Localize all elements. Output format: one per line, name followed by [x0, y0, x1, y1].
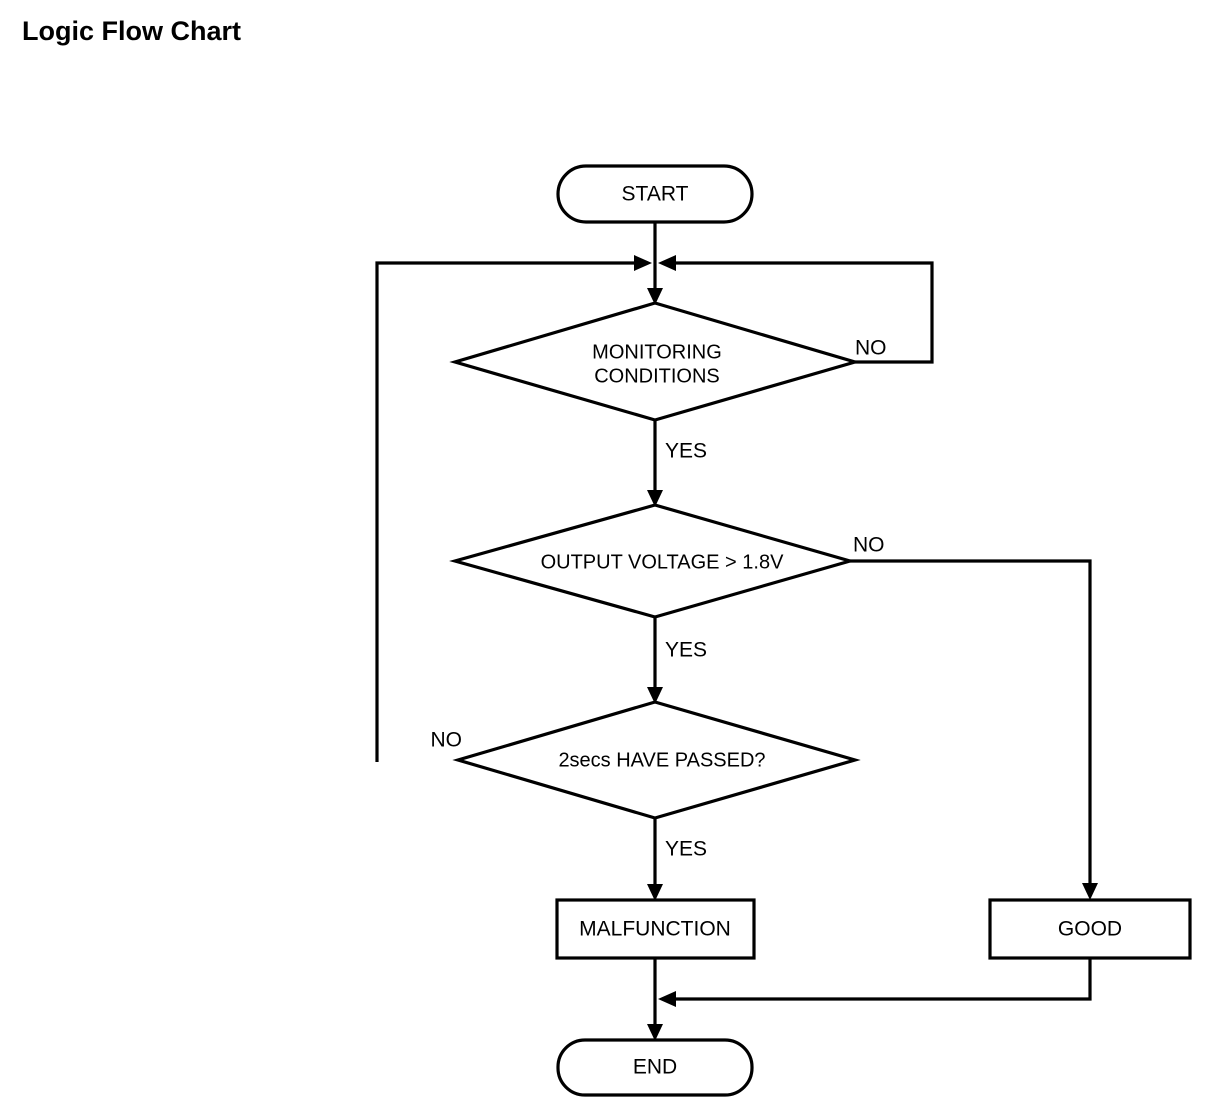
node-decision-monitoring[interactable]: MONITORING CONDITIONS [449, 301, 861, 422]
arrowhead-into-malfunction [647, 884, 663, 901]
timer-label: 2secs HAVE PASSED? [558, 749, 765, 771]
arrowhead-into-timer [647, 687, 663, 704]
node-decision-voltage[interactable]: OUTPUT VOLTAGE > 1.8V [449, 503, 856, 619]
node-malfunction[interactable]: MALFUNCTION [555, 898, 756, 960]
edge-label-voltage-yes: YES [665, 639, 707, 662]
arrowhead-into-good [1082, 883, 1098, 900]
node-start[interactable]: START [556, 164, 754, 224]
node-good[interactable]: GOOD [988, 898, 1192, 960]
good-label: GOOD [1058, 918, 1122, 941]
edge-label-monitoring-yes: YES [665, 440, 707, 463]
timer-diamond-shape [452, 700, 861, 820]
arrowhead-left-loop-into-junction [634, 255, 652, 271]
end-shape [556, 1038, 754, 1097]
node-end[interactable]: END [556, 1038, 754, 1097]
arrowhead-into-voltage [647, 490, 663, 507]
monitoring-label-line1: MONITORING [592, 341, 722, 363]
malfunction-shape [555, 898, 756, 960]
page-title: Logic Flow Chart [22, 16, 241, 46]
end-label: END [633, 1056, 677, 1079]
arrowhead-into-monitoring [647, 288, 663, 305]
edge-label-timer-no: NO [431, 729, 463, 752]
monitoring-diamond-shape [449, 301, 861, 422]
edge-label-timer-yes: YES [665, 838, 707, 861]
arrowhead-into-end [647, 1024, 663, 1041]
start-shape [556, 164, 754, 224]
monitoring-label-line2: CONDITIONS [594, 365, 720, 387]
start-label: START [622, 183, 689, 206]
connector-voltage-no-to-good [850, 559, 1092, 895]
node-decision-timer[interactable]: 2secs HAVE PASSED? [452, 700, 861, 820]
edge-label-voltage-no: NO [853, 534, 885, 557]
connector-monitoring-no-loop [665, 261, 934, 364]
arrowhead-good-merge [658, 991, 676, 1007]
connector-timer-no-loop [375, 261, 645, 762]
edge-label-monitoring-no: NO [855, 337, 887, 360]
voltage-diamond-shape [449, 503, 856, 619]
connector-good-to-end-merge [665, 958, 1092, 1001]
good-shape [988, 898, 1192, 960]
voltage-label: OUTPUT VOLTAGE > 1.8V [541, 551, 785, 573]
malfunction-label: MALFUNCTION [579, 918, 731, 941]
arrowhead-right-loop-into-junction [658, 255, 676, 271]
